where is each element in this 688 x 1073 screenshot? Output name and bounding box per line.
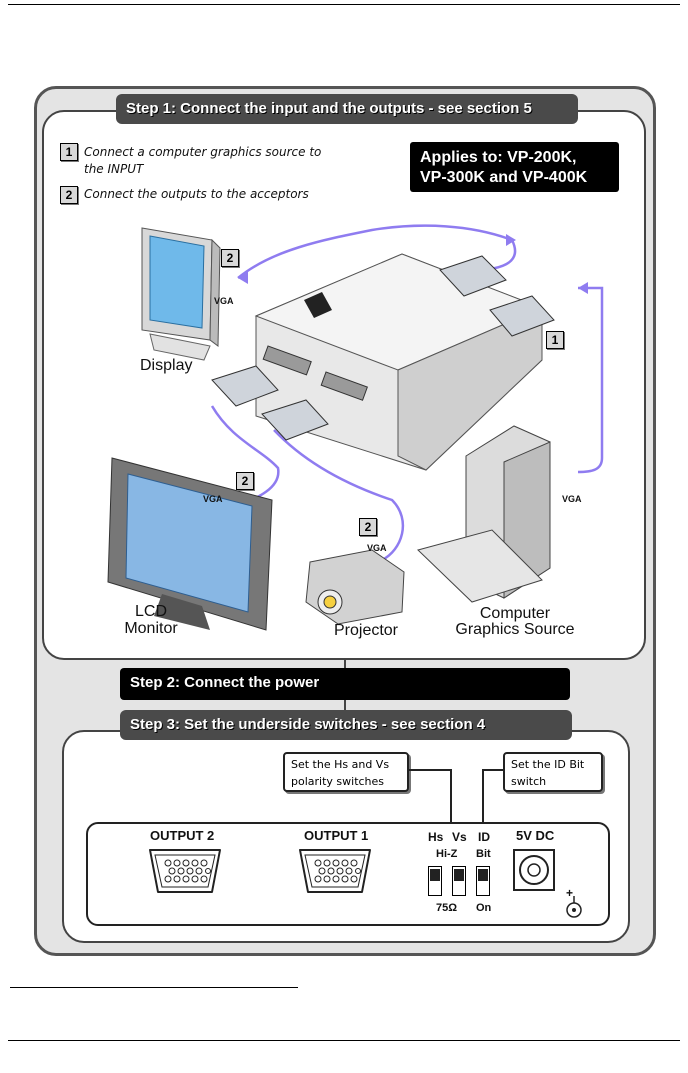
computer-label-line2: Graphics Source xyxy=(455,621,575,638)
instruction-1: 1 Connect a computer graphics source to … xyxy=(60,143,340,176)
marker-2-display: 2 xyxy=(221,249,239,267)
step-number-badge: 2 xyxy=(60,186,78,204)
connector-line xyxy=(344,658,346,672)
hs-label: Hs xyxy=(428,830,444,844)
leader-line xyxy=(482,769,484,829)
on-label: On xyxy=(476,902,492,914)
leader-line xyxy=(450,769,452,829)
hs-switch[interactable] xyxy=(428,866,442,896)
bit-label: Bit xyxy=(476,848,491,860)
instruction-text: Connect the outputs to the acceptors xyxy=(84,187,309,201)
lcd-monitor-icon xyxy=(107,457,273,631)
instruction-text: Connect a computer graphics source to th… xyxy=(84,145,322,176)
footnote-rule xyxy=(10,987,298,988)
step3-banner: Step 3: Set the underside switches - see… xyxy=(120,710,572,740)
vs-switch[interactable] xyxy=(452,866,466,896)
applies-line-2: VP-300K and VP-400K xyxy=(420,169,588,186)
header-rule xyxy=(8,4,680,5)
marker-2-projector: 2 xyxy=(359,518,377,536)
instruction-2: 2 Connect the outputs to the acceptors xyxy=(60,186,340,204)
vga-label: VGA xyxy=(562,494,582,504)
projector-icon xyxy=(305,549,405,625)
leader-line xyxy=(409,769,452,771)
polarity-symbol-icon xyxy=(566,896,582,918)
vs-label: Vs xyxy=(452,830,467,844)
marker-2-lcd: 2 xyxy=(236,472,254,490)
vga-port-output1-icon xyxy=(299,849,371,893)
computer-label-line1: Computer xyxy=(479,605,551,622)
step-number-badge: 1 xyxy=(60,143,78,161)
computer-icon xyxy=(417,425,551,603)
footer-rule xyxy=(8,1040,680,1041)
vga-label: VGA xyxy=(214,296,234,306)
step1-banner: Step 1: Connect the input and the output… xyxy=(116,94,578,124)
projector-label: Projector xyxy=(333,622,399,639)
callout-polarity: Set the Hs and Vs polarity switches xyxy=(283,752,409,792)
connection-illustration xyxy=(107,224,604,631)
connector-line xyxy=(344,700,346,712)
applies-to-box: Applies to: VP-200K, VP-300K and VP-400K xyxy=(410,142,619,192)
callout-id-bit: Set the ID Bit switch xyxy=(503,752,603,792)
applies-line-1: Applies to: VP-200K, xyxy=(420,149,577,166)
cable-display xyxy=(237,224,513,279)
vga-connector-icon xyxy=(211,255,555,441)
output2-label: OUTPUT 2 xyxy=(150,828,215,843)
output1-label: OUTPUT 1 xyxy=(304,828,369,843)
id-bit-switch[interactable] xyxy=(476,866,490,896)
lcd-label-line1: LCD xyxy=(134,603,167,620)
power-jack-icon xyxy=(513,849,555,891)
id-label: ID xyxy=(478,830,490,844)
plus-label: + xyxy=(566,886,574,900)
vga-label: VGA xyxy=(203,494,223,504)
step2-banner: Step 2: Connect the power xyxy=(120,668,570,700)
cable-input xyxy=(577,286,604,474)
display-label: Display xyxy=(140,357,193,374)
leader-line xyxy=(482,769,503,771)
marker-1-input: 1 xyxy=(546,331,564,349)
power-label: 5V DC xyxy=(516,828,555,843)
hiz-label: Hi-Z xyxy=(436,848,458,860)
cable-projector xyxy=(273,429,405,562)
lcd-label-line2: Monitor xyxy=(124,620,178,637)
ohm-label: 75Ω xyxy=(436,902,458,914)
vga-port-output2-icon xyxy=(149,849,221,893)
display-icon xyxy=(141,227,221,361)
vga-label: VGA xyxy=(367,543,387,553)
